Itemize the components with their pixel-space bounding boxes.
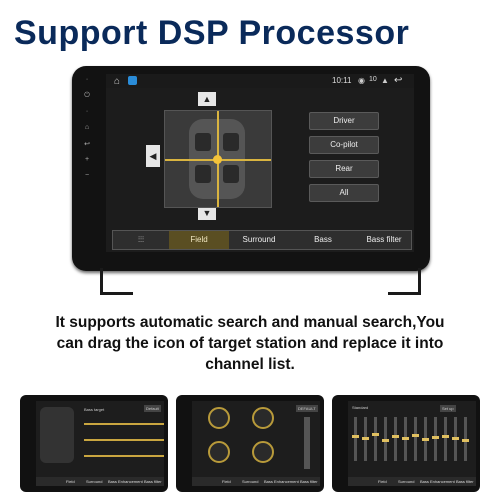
eq-band[interactable]	[392, 417, 399, 461]
thumb-tab[interactable]: Surround	[398, 479, 415, 484]
thumbnail-screen: Bass target Default Field Surround Bass …	[36, 401, 164, 486]
field-focus-handle[interactable]	[213, 155, 222, 164]
app-icon[interactable]	[128, 76, 137, 85]
tab-field[interactable]: Field	[169, 231, 229, 249]
eq-band[interactable]	[412, 417, 419, 461]
volume-up-icon[interactable]: +	[84, 156, 90, 163]
eq-band[interactable]	[442, 417, 449, 461]
eq-band[interactable]	[462, 417, 469, 461]
headline-part1: Support	[14, 14, 148, 52]
back-side-icon[interactable]: ↩	[84, 141, 90, 148]
caption: It supports automatic search and manual …	[20, 312, 480, 375]
thumb-label: Bass target	[84, 407, 105, 412]
thumb-tabstrip: Field Surround Bass Enhancement Bass fil…	[348, 477, 476, 486]
status-bar: ⌂ 10:11 ◉ 10 ▲ ↩	[106, 74, 414, 88]
sound-field-panel[interactable]	[164, 110, 272, 208]
thumb-tab[interactable]: Surround	[86, 479, 103, 484]
caption-line-2: can drag the icon of target station and …	[56, 335, 444, 352]
copilot-button[interactable]: Co-pilot	[309, 136, 379, 154]
thumb-tab[interactable]: Bass Enhancement	[108, 479, 143, 484]
eq-band[interactable]	[362, 417, 369, 461]
thumb-tabstrip: Field Surround Bass Enhancement Bass fil…	[192, 477, 320, 486]
mount-bracket-right	[388, 268, 421, 295]
tab-bass-enhancement[interactable]: Bass Enhancement	[314, 235, 332, 244]
thumb-slider-3[interactable]	[84, 455, 164, 457]
thumb-knob[interactable]	[252, 407, 274, 429]
thumb-knob[interactable]	[208, 407, 230, 429]
headline-part2: DSP Processor	[157, 14, 410, 52]
eq-icon-tab[interactable]: ⫶⫶⫶	[138, 235, 144, 244]
all-button[interactable]: All	[309, 184, 379, 202]
headline: Support DSP Processor	[14, 14, 409, 53]
thumb-tab[interactable]: Bass filter	[300, 479, 318, 484]
thumb-default-button[interactable]: DEFAULT	[296, 405, 318, 412]
thumb-setup-button[interactable]: Set up	[440, 405, 456, 412]
rear-button[interactable]: Rear	[309, 160, 379, 178]
mount-bracket-left	[100, 268, 133, 295]
seat-rear-right	[223, 165, 239, 183]
thumb-knob[interactable]	[252, 441, 274, 463]
dsp-tab-bar: ⫶⫶⫶ Field Surround Bass Enhancement Bass…	[112, 230, 412, 250]
seat-front-left	[195, 133, 211, 151]
side-buttons: · ⏻ · ⌂ ↩ + −	[80, 74, 94, 259]
home-icon[interactable]: ⌂	[114, 76, 121, 87]
caption-line-3: channel list.	[205, 356, 295, 373]
eq-band[interactable]	[452, 417, 459, 461]
thumbnail-screen: DEFAULT Field Surround Bass Enhancement …	[192, 401, 320, 486]
seat-rear-left	[195, 165, 211, 183]
status-number: 10	[369, 76, 377, 83]
thumbnail-field[interactable]: Bass target Default Field Surround Bass …	[20, 395, 168, 492]
thumb-slider-1[interactable]	[84, 423, 164, 425]
tab-bass-filter[interactable]: Bass filter	[366, 235, 402, 244]
thumb-tab[interactable]: Bass Enhancement	[264, 479, 299, 484]
eq-band[interactable]	[422, 417, 429, 461]
home-side-icon[interactable]: ⌂	[84, 124, 90, 131]
thumb-tab[interactable]: Field	[66, 479, 75, 484]
thumbnail-eq[interactable]: Standard Set up Field Surround Bass Enha…	[332, 395, 480, 492]
thumb-tab[interactable]: Field	[378, 479, 387, 484]
status-time: 10:11	[332, 76, 352, 85]
seat-front-right	[223, 133, 239, 151]
eq-band[interactable]	[372, 417, 379, 461]
left-arrow-button[interactable]: ◀	[146, 145, 160, 167]
back-icon[interactable]: ↩	[394, 75, 403, 86]
thumb-knob[interactable]	[208, 441, 230, 463]
power-icon[interactable]: ⏻	[84, 92, 90, 99]
thumb-tabstrip: Field Surround Bass Enhancement Bass fil…	[36, 477, 164, 486]
thumb-default-button[interactable]: Default	[144, 405, 161, 412]
thumb-car-icon	[40, 407, 74, 463]
thumb-tab[interactable]: Bass Enhancement	[420, 479, 455, 484]
eq-band[interactable]	[352, 417, 359, 461]
eq-band[interactable]	[402, 417, 409, 461]
screen: ⌂ 10:11 ◉ 10 ▲ ↩ ▲ ▼ ◀ ▶ Driver Co-pilot…	[106, 74, 414, 252]
thumbnail-screen: Standard Set up Field Surround Bass Enha…	[348, 401, 476, 486]
thumb-tab[interactable]: Bass filter	[456, 479, 474, 484]
signal-icon: ▲	[381, 76, 389, 85]
thumb-slider-2[interactable]	[84, 439, 164, 441]
volume-down-icon[interactable]: −	[84, 172, 90, 179]
thumb-tab[interactable]: Bass filter	[144, 479, 162, 484]
driver-button[interactable]: Driver	[309, 112, 379, 130]
reset-icon[interactable]: ·	[85, 108, 89, 115]
thumbnail-surround[interactable]: DEFAULT Field Surround Bass Enhancement …	[176, 395, 324, 492]
thumb-tab[interactable]: Field	[222, 479, 231, 484]
mic-icon[interactable]: ·	[85, 76, 89, 83]
tab-surround[interactable]: Surround	[242, 235, 276, 244]
eq-band[interactable]	[432, 417, 439, 461]
eq-band[interactable]	[382, 417, 389, 461]
down-arrow-button[interactable]: ▼	[198, 206, 216, 220]
thumb-preset[interactable]: Standard	[352, 405, 369, 410]
thumb-vertical-slider[interactable]	[304, 417, 310, 469]
location-icon: ◉	[358, 76, 365, 85]
up-arrow-button[interactable]: ▲	[198, 92, 216, 106]
thumb-tab[interactable]: Surround	[242, 479, 259, 484]
caption-line-1: It supports automatic search and manual …	[55, 314, 445, 331]
